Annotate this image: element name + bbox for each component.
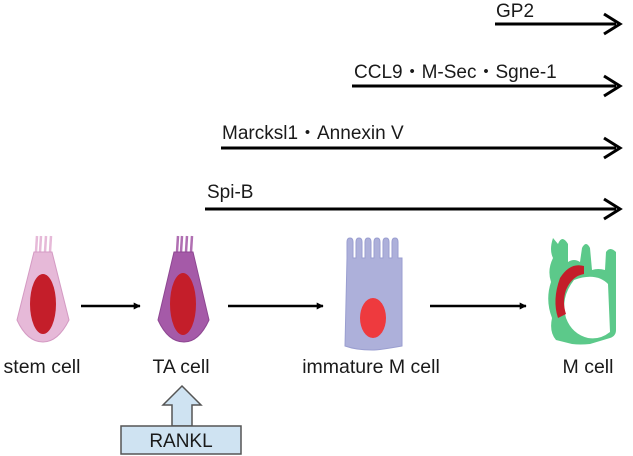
immature-m-cell-icon <box>344 237 403 351</box>
stage-label-m-cell: M cell <box>563 356 614 378</box>
marker-label-marcksl1: Marcksl1・Annexin V <box>222 123 404 144</box>
marker-label-ccl9: CCL9・M-Sec・Sgne-1 <box>354 62 557 83</box>
arrow-head-ccl9 <box>603 74 623 98</box>
m-cell-icon <box>548 238 616 345</box>
stage-label-ta-cell: TA cell <box>152 356 209 378</box>
stem-cell-nucleus <box>30 274 56 334</box>
rankl-inducer: RANKL <box>120 384 242 455</box>
marker-gp2: GP2 <box>495 1 623 36</box>
arrow-head-gp2 <box>603 12 623 36</box>
stem-cell-icon <box>16 235 70 343</box>
up-arrow-icon <box>161 384 203 427</box>
marker-label-spib: Spi-B <box>207 182 253 203</box>
arrow-head-spib <box>603 197 623 221</box>
marker-spib: Spi-B <box>205 182 623 221</box>
marker-marcksl1: Marcksl1・Annexin V <box>221 123 623 160</box>
ta-cell-icon <box>157 235 210 343</box>
marker-ccl9: CCL9・M-Sec・Sgne-1 <box>352 62 623 98</box>
immature-m-cell-nucleus <box>360 298 386 338</box>
stage-label-immature-m-cell: immature M cell <box>302 356 440 378</box>
m-cell-nucleus <box>555 265 584 318</box>
marker-label-gp2: GP2 <box>496 1 534 22</box>
ta-cell-nucleus <box>170 273 196 335</box>
arrow-head-marcksl1 <box>603 136 623 160</box>
rankl-box <box>120 425 242 455</box>
rankl-label: RANKL <box>149 431 212 452</box>
stage-label-stem-cell: stem cell <box>4 356 81 378</box>
